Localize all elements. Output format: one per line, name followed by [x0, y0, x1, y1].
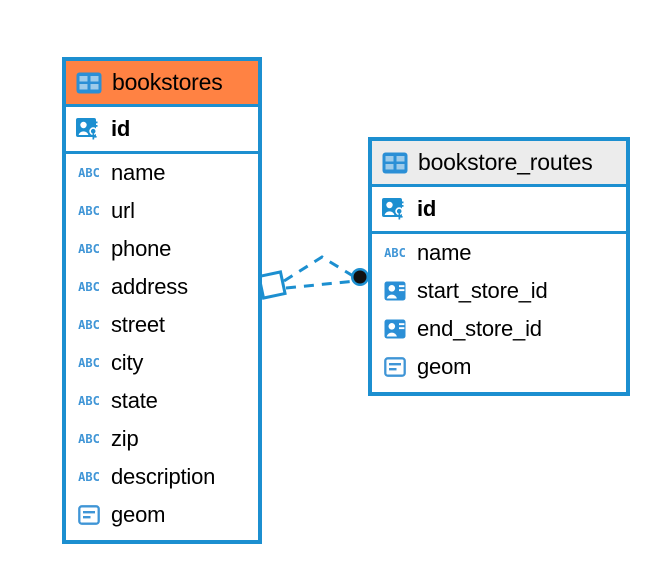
field-label: zip [111, 426, 139, 451]
field-row-description[interactable]: ABC description [66, 458, 258, 496]
field-row-phone[interactable]: ABC phone [66, 230, 258, 268]
field-row-name[interactable]: ABC name [66, 154, 258, 192]
primary-key-section: id [372, 187, 626, 234]
foreign-key-icon [382, 319, 408, 339]
geometry-type-icon [382, 357, 408, 377]
field-label: url [111, 198, 135, 223]
field-row-geom[interactable]: geom [372, 348, 626, 386]
table-title: bookstores [112, 69, 223, 95]
foreign-key-icon [382, 281, 408, 301]
primary-key-icon [76, 117, 102, 141]
field-label: geom [417, 354, 472, 379]
geometry-type-icon [76, 505, 102, 525]
text-type-icon: ABC [78, 432, 100, 446]
text-type-icon: ABC [78, 204, 100, 218]
relationship-dashed-lines [283, 255, 359, 290]
field-row-end-store-id[interactable]: end_store_id [372, 310, 626, 348]
relationship-line-lower [285, 279, 357, 290]
text-type-icon: ABC [384, 246, 406, 260]
field-label: address [111, 274, 188, 299]
text-type-icon: ABC [78, 242, 100, 256]
table-title: bookstore_routes [418, 149, 593, 175]
field-label: id [111, 116, 131, 141]
field-row-geom[interactable]: geom [66, 496, 258, 534]
field-label: geom [111, 502, 166, 527]
field-row-start-store-id[interactable]: start_store_id [372, 272, 626, 310]
table-icon [76, 72, 102, 94]
field-label: phone [111, 236, 172, 261]
field-row-city[interactable]: ABC city [66, 344, 258, 382]
field-label: state [111, 388, 158, 413]
text-type-icon: ABC [78, 318, 100, 332]
field-row-name[interactable]: ABC name [372, 234, 626, 272]
field-row-zip[interactable]: ABC zip [66, 420, 258, 458]
field-row-address[interactable]: ABC address [66, 268, 258, 306]
primary-key-icon [382, 197, 408, 221]
field-row-street[interactable]: ABC street [66, 306, 258, 344]
table-bookstores[interactable]: bookstores id [62, 57, 262, 544]
text-type-icon: ABC [78, 280, 100, 294]
field-row-id[interactable]: id [372, 187, 626, 231]
text-type-icon: ABC [78, 470, 100, 484]
field-label: name [417, 240, 472, 265]
field-row-id[interactable]: id [66, 107, 258, 151]
field-row-state[interactable]: ABC state [66, 382, 258, 420]
text-type-icon: ABC [78, 166, 100, 180]
diamond-outline-icon [257, 270, 287, 300]
relationship-line-upper [283, 255, 359, 283]
table-icon [382, 152, 408, 174]
field-label: name [111, 160, 166, 185]
field-label: start_store_id [417, 278, 548, 303]
field-label: city [111, 350, 144, 375]
fields-section: ABC name ABC url ABC phone ABC address A… [66, 154, 258, 540]
fields-section: ABC name start_store_id [372, 234, 626, 392]
table-header-bookstores[interactable]: bookstores [66, 61, 258, 107]
field-label: end_store_id [417, 316, 542, 341]
text-type-icon: ABC [78, 356, 100, 370]
filled-circle-icon [351, 268, 369, 286]
field-label: street [111, 312, 165, 337]
field-label: description [111, 464, 216, 489]
field-label: id [417, 196, 437, 221]
field-row-url[interactable]: ABC url [66, 192, 258, 230]
text-type-icon: ABC [78, 394, 100, 408]
table-bookstore-routes[interactable]: bookstore_routes id [368, 137, 630, 396]
primary-key-section: id [66, 107, 258, 154]
table-header-bookstore-routes[interactable]: bookstore_routes [372, 141, 626, 187]
